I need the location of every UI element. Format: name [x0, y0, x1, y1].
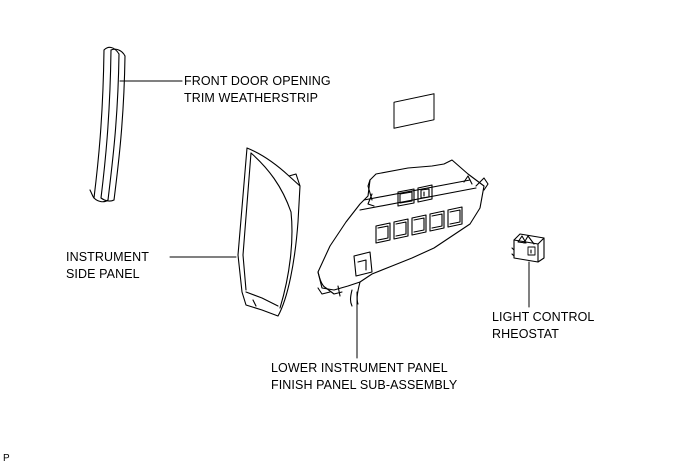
label-lower-panel-line2: FINISH PANEL SUB-ASSEMBLY [271, 378, 458, 392]
label-rheostat-line1: LIGHT CONTROL [492, 310, 595, 324]
lower-panel-part [317, 93, 489, 307]
label-side-panel: INSTRUMENT SIDE PANEL [66, 249, 149, 283]
label-lower-panel: LOWER INSTRUMENT PANEL FINISH PANEL SUB-… [271, 360, 457, 394]
label-lower-panel-line1: LOWER INSTRUMENT PANEL [271, 361, 448, 375]
label-side-panel-line1: INSTRUMENT [66, 250, 149, 264]
side-panel-part [237, 147, 301, 317]
weatherstrip-part [89, 46, 126, 203]
rheostat-part [511, 233, 545, 263]
label-weatherstrip-line2: TRIM WEATHERSTRIP [184, 91, 319, 105]
label-rheostat: LIGHT CONTROL RHEOSTAT [492, 309, 594, 343]
label-weatherstrip-line1: FRONT DOOR OPENING [184, 74, 331, 88]
label-weatherstrip: FRONT DOOR OPENING TRIM WEATHERSTRIP [184, 73, 331, 107]
figure-code: P [3, 453, 10, 464]
label-side-panel-line2: SIDE PANEL [66, 267, 140, 281]
label-rheostat-line2: RHEOSTAT [492, 327, 560, 341]
